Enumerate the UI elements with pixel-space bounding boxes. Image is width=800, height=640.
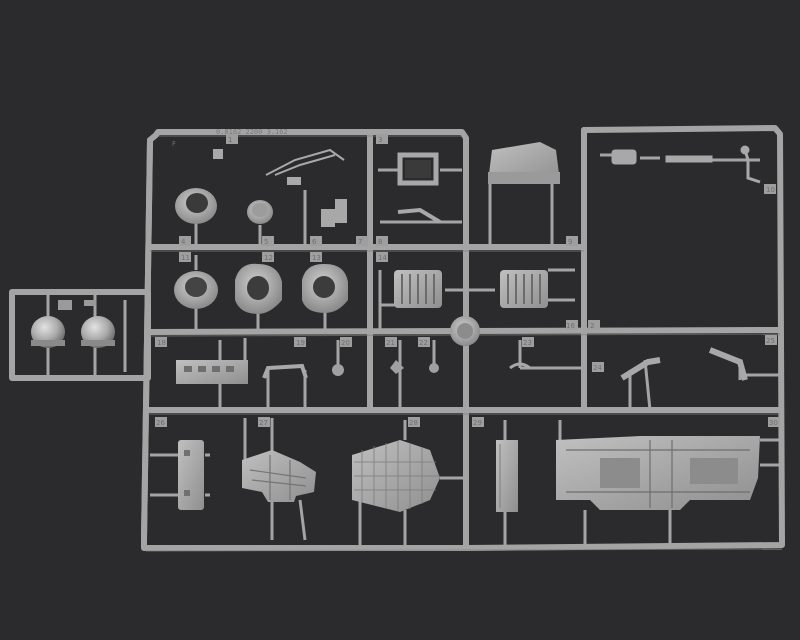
part-number-24: 24 [593,364,602,372]
sprue-frame-letter: F [172,140,176,148]
part-number-5: 5 [264,238,268,246]
sprue-hub [450,316,480,346]
part-number-10: 10 [766,186,775,194]
chassis-part [556,436,760,510]
part-number-28: 28 [409,419,418,427]
small-detail-parts [213,148,347,227]
part-number-4: 4 [181,238,186,246]
part-number-9: 9 [568,238,572,246]
part-number-25: 25 [766,337,775,345]
gates [46,153,780,548]
panel-parts [176,347,748,384]
floor-panel-part [242,450,316,502]
part-number-13: 13 [312,254,321,262]
hull-deck-part [352,440,440,512]
part-number-11: 11 [181,254,190,262]
part-number-23: 23 [523,339,532,347]
part-number-16: 16 [566,322,575,330]
part-number-18: 18 [157,339,166,347]
part-number-1: 1 [228,136,232,144]
part-number-26: 26 [156,419,165,427]
part-number-14: 14 [378,254,387,262]
part-number-2: 2 [590,322,594,330]
dome-parts [31,300,115,348]
cover-part [488,142,560,184]
bracket-part [178,440,204,510]
grille-parts [394,270,548,308]
plate-part [496,440,518,512]
part-number-8: 8 [378,238,382,246]
part-number-22: 22 [419,339,428,347]
part-number-30: 30 [769,419,778,427]
part-number-20: 20 [341,339,350,347]
ring-parts-top [175,188,273,224]
part-number-12: 12 [264,254,273,262]
part-number-3: 3 [378,136,382,144]
right-small-parts [611,145,761,184]
sprue-mold-code: 0.8162 2200 3.162 [216,128,288,136]
part-number-27: 27 [259,419,268,427]
part-number-6: 6 [312,238,317,246]
part-number-19: 19 [296,339,305,347]
part-number-29: 29 [473,419,482,427]
housing-parts [174,263,348,314]
sprue-frame [9,125,785,551]
box-frame-part [397,152,442,224]
part-number-tabs: 1 3 4 5 6 7 8 9 11 12 13 14 16 2 10 18 1… [155,134,780,427]
part-number-7: 7 [358,238,362,246]
part-number-21: 21 [386,339,395,347]
